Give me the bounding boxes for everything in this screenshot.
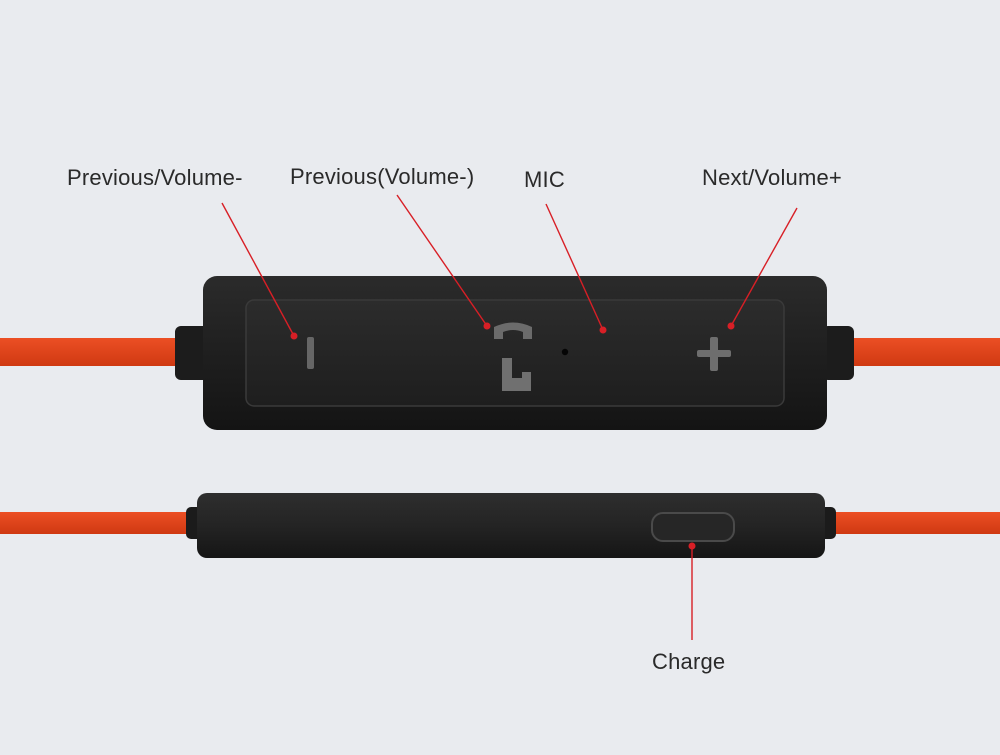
cable-collar-right-top [822,326,854,380]
cable-right-bottom [830,512,1000,534]
label-mic: MIC [524,167,565,192]
label-next-volume-plus: Next/Volume+ [702,165,842,190]
phone-icon[interactable] [494,322,532,392]
callout-dot-prev-call [483,322,491,330]
callout-lines [221,194,798,640]
callout-dot-next-vol [727,322,735,330]
callout-line-next-vol [730,207,798,327]
charge-port-icon[interactable] [651,512,735,542]
cable-right-top [850,338,1000,366]
callout-dot-charge [688,542,696,550]
button-panel [245,299,785,407]
label-previous-call: Previous(Volume-) [290,164,475,189]
callout-line-prev-vol [221,202,295,337]
callout-line-prev-call [396,194,488,327]
minus-icon[interactable] [307,337,314,369]
plus-icon[interactable] [697,337,731,371]
callout-dot-prev-vol [290,332,298,340]
callout-line-mic [545,203,604,331]
label-previous-volume-minus: Previous/Volume- [67,165,243,190]
mic-hole-icon [561,348,569,356]
label-charge: Charge [652,649,726,674]
cable-collar-left-top [175,326,209,380]
callout-dot-mic [599,326,607,334]
cable-left-bottom [0,512,190,534]
cable-left-top [0,338,180,366]
